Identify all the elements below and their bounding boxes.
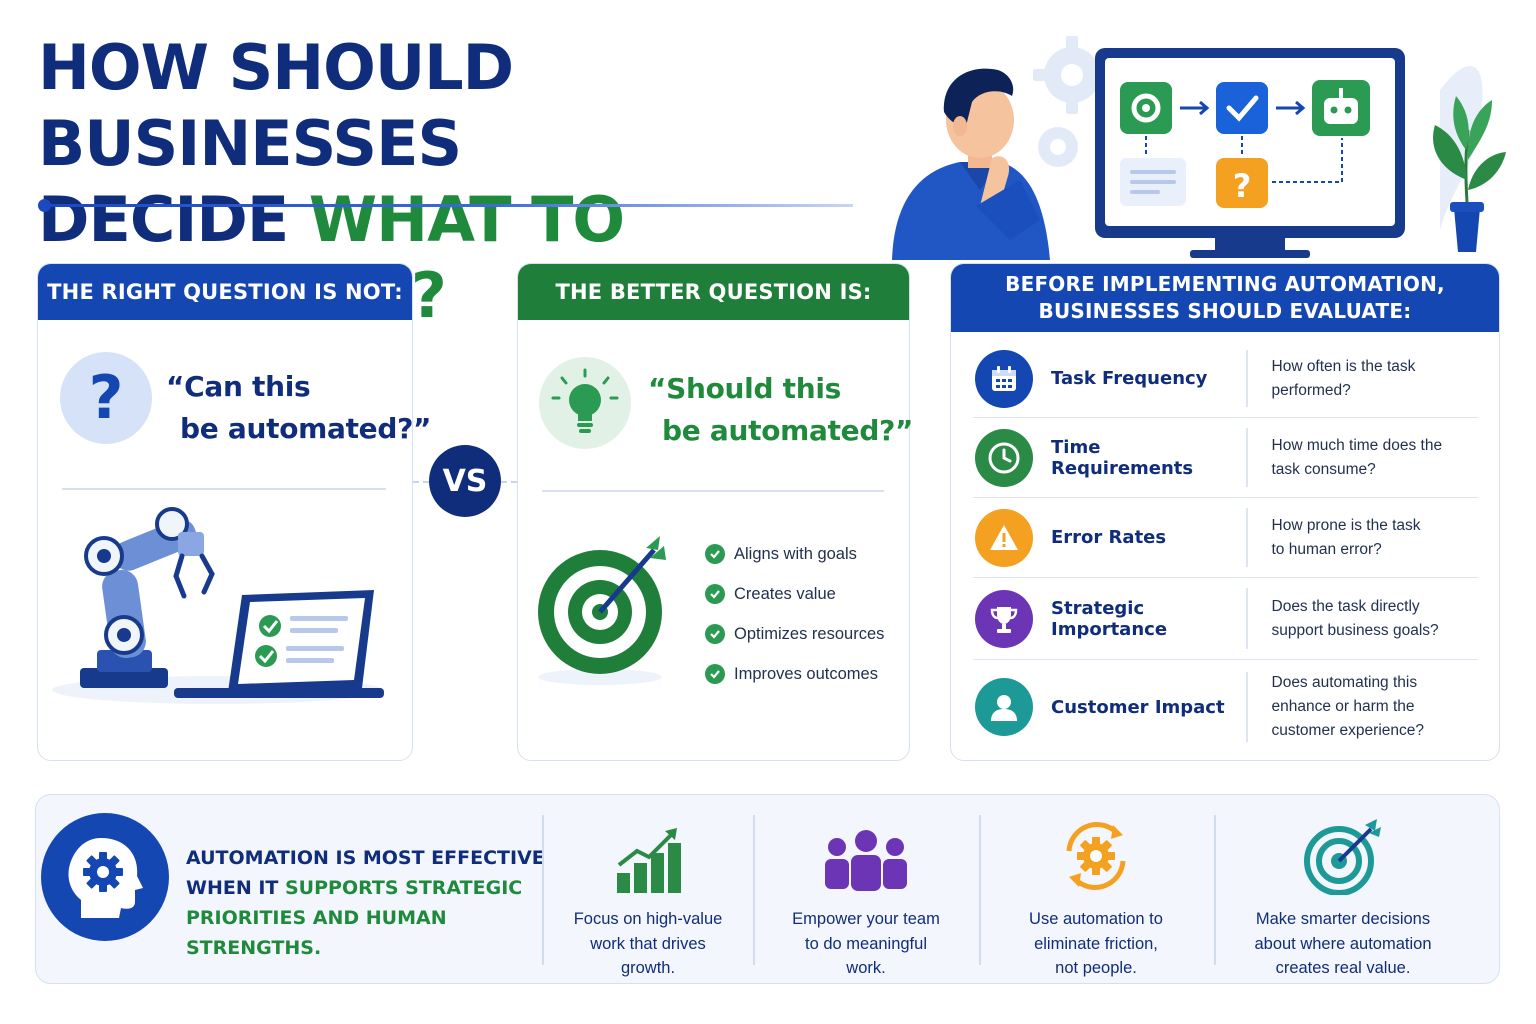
title-line-2-part-1: DECIDE [38, 183, 309, 256]
title-line-1: HOW SHOULD BUSINESSES [38, 31, 514, 180]
check-item: Improves outcomes [705, 654, 905, 694]
check-icon [705, 544, 725, 564]
monitor-workflow: ? [1095, 48, 1405, 258]
card-not-header: THE RIGHT QUESTION IS NOT: [38, 264, 412, 320]
check-icon [705, 624, 725, 644]
check-item: Optimizes resources [705, 614, 905, 654]
growth-chart-icon [543, 815, 753, 895]
svg-text:?: ? [1233, 167, 1252, 205]
clock-icon [975, 428, 1033, 487]
calendar-icon [975, 349, 1033, 408]
gear-cycle-icon [991, 815, 1201, 895]
checklist: Aligns with goals Creates value Optimize… [705, 534, 905, 694]
warning-icon [975, 508, 1033, 567]
team-icon [761, 815, 971, 895]
card-better-header: THE BETTER QUESTION IS: [518, 264, 909, 320]
thinking-person [892, 68, 1050, 260]
hero-illustration: ? [892, 36, 1506, 260]
title-underline [38, 198, 853, 212]
question-should-automate: “Should this be automated?” [648, 372, 914, 447]
lightbulb-icon [539, 357, 631, 449]
check-icon [705, 584, 725, 604]
card-better-divider [542, 490, 884, 492]
eval-row-strategic-importance: Strategic Importance Does the task direc… [973, 578, 1478, 660]
plant-icon [1433, 96, 1506, 252]
vs-badge: VS [429, 445, 501, 517]
bottom-key-message: AUTOMATION IS MOST EFFECTIVE WHEN IT SUP… [186, 847, 545, 959]
question-mark-icon: ? [60, 352, 152, 444]
question-can-automate: “Can this be automated?” [166, 370, 432, 445]
workflow-question-icon [1216, 158, 1268, 208]
target-arrow-icon [538, 536, 666, 685]
check-item: Aligns with goals [705, 534, 905, 574]
trophy-icon [975, 589, 1033, 648]
card-eval-header: BEFORE IMPLEMENTING AUTOMATION, BUSINESS… [951, 264, 1499, 332]
workflow-check-icon [1216, 82, 1268, 134]
check-icon [705, 664, 725, 684]
head-gear-icon [41, 813, 169, 941]
eval-row-time-requirements: Time Requirements How much time does the… [973, 418, 1478, 498]
card-not-divider [62, 488, 386, 490]
card-evaluation-criteria: BEFORE IMPLEMENTING AUTOMATION, BUSINESS… [950, 263, 1500, 761]
person-icon [975, 678, 1033, 736]
robot-arm-laptop-illustration [52, 507, 384, 704]
bottom-banner: AUTOMATION IS MOST EFFECTIVE WHEN IT SUP… [35, 794, 1500, 984]
target-icon [1238, 815, 1448, 895]
check-item: Creates value [705, 574, 905, 614]
